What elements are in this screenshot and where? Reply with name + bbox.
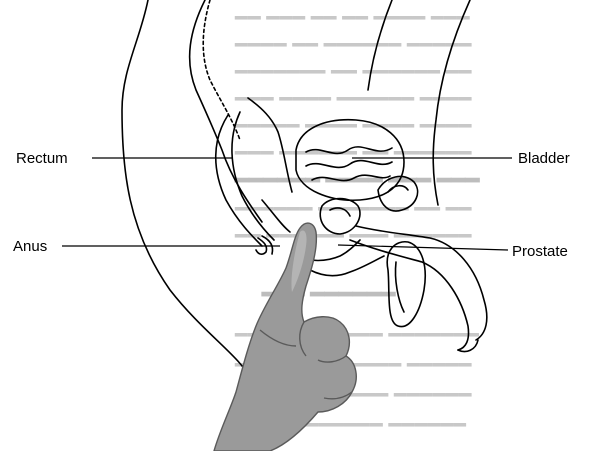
- prostate-outline: [320, 199, 360, 235]
- prostate-leader-line: [338, 245, 508, 250]
- bladder-folds-3: [312, 175, 390, 180]
- back-outline: [122, 0, 250, 380]
- rectum-wall-inner: [232, 112, 274, 240]
- bladder-outline: [296, 120, 404, 200]
- label-rectum: Rectum: [16, 150, 68, 168]
- rectum-wall-outer: [216, 115, 262, 246]
- abdomen-outline: [433, 0, 470, 205]
- label-anus: Anus: [13, 238, 47, 256]
- label-prostate: Prostate: [512, 243, 568, 261]
- bladder-folds-1: [306, 147, 392, 154]
- rectum-fold: [248, 98, 292, 192]
- bladder-folds-2: [306, 161, 392, 168]
- label-bladder: Bladder: [518, 150, 570, 168]
- urethra-lower: [350, 240, 469, 350]
